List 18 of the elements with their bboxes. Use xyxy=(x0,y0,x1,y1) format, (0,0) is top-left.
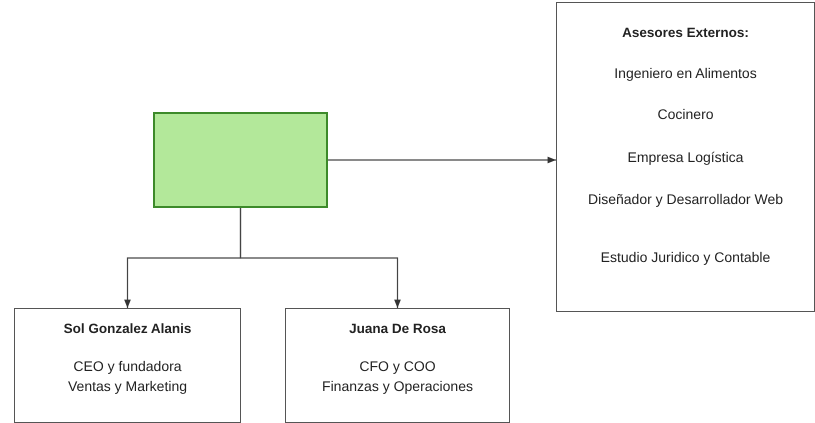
role-text: Ventas y Marketing xyxy=(66,378,188,394)
organization-box xyxy=(153,112,328,208)
role-text: Cocinero xyxy=(656,106,715,122)
role-text: CFO y COO xyxy=(358,358,437,374)
role-text: Estudio Juridico y Contable xyxy=(600,249,772,265)
heading-text: Sol Gonzalez Alanis xyxy=(62,321,192,336)
info-box xyxy=(14,308,241,423)
role-text: Diseñador y Desarrollador Web xyxy=(586,191,784,207)
heading-text: Asesores Externos: xyxy=(621,25,750,40)
role-text: CEO y fundadora xyxy=(72,358,183,374)
role-text: Empresa Logística xyxy=(626,149,744,165)
arrow xyxy=(328,156,556,164)
info-box xyxy=(285,308,510,423)
info-box xyxy=(556,2,815,312)
role-text: Finanzas y Operaciones xyxy=(321,378,474,394)
heading-text: Juana De Rosa xyxy=(348,321,447,336)
arrow xyxy=(240,208,401,308)
role-text: Ingeniero en Alimentos xyxy=(613,65,758,81)
